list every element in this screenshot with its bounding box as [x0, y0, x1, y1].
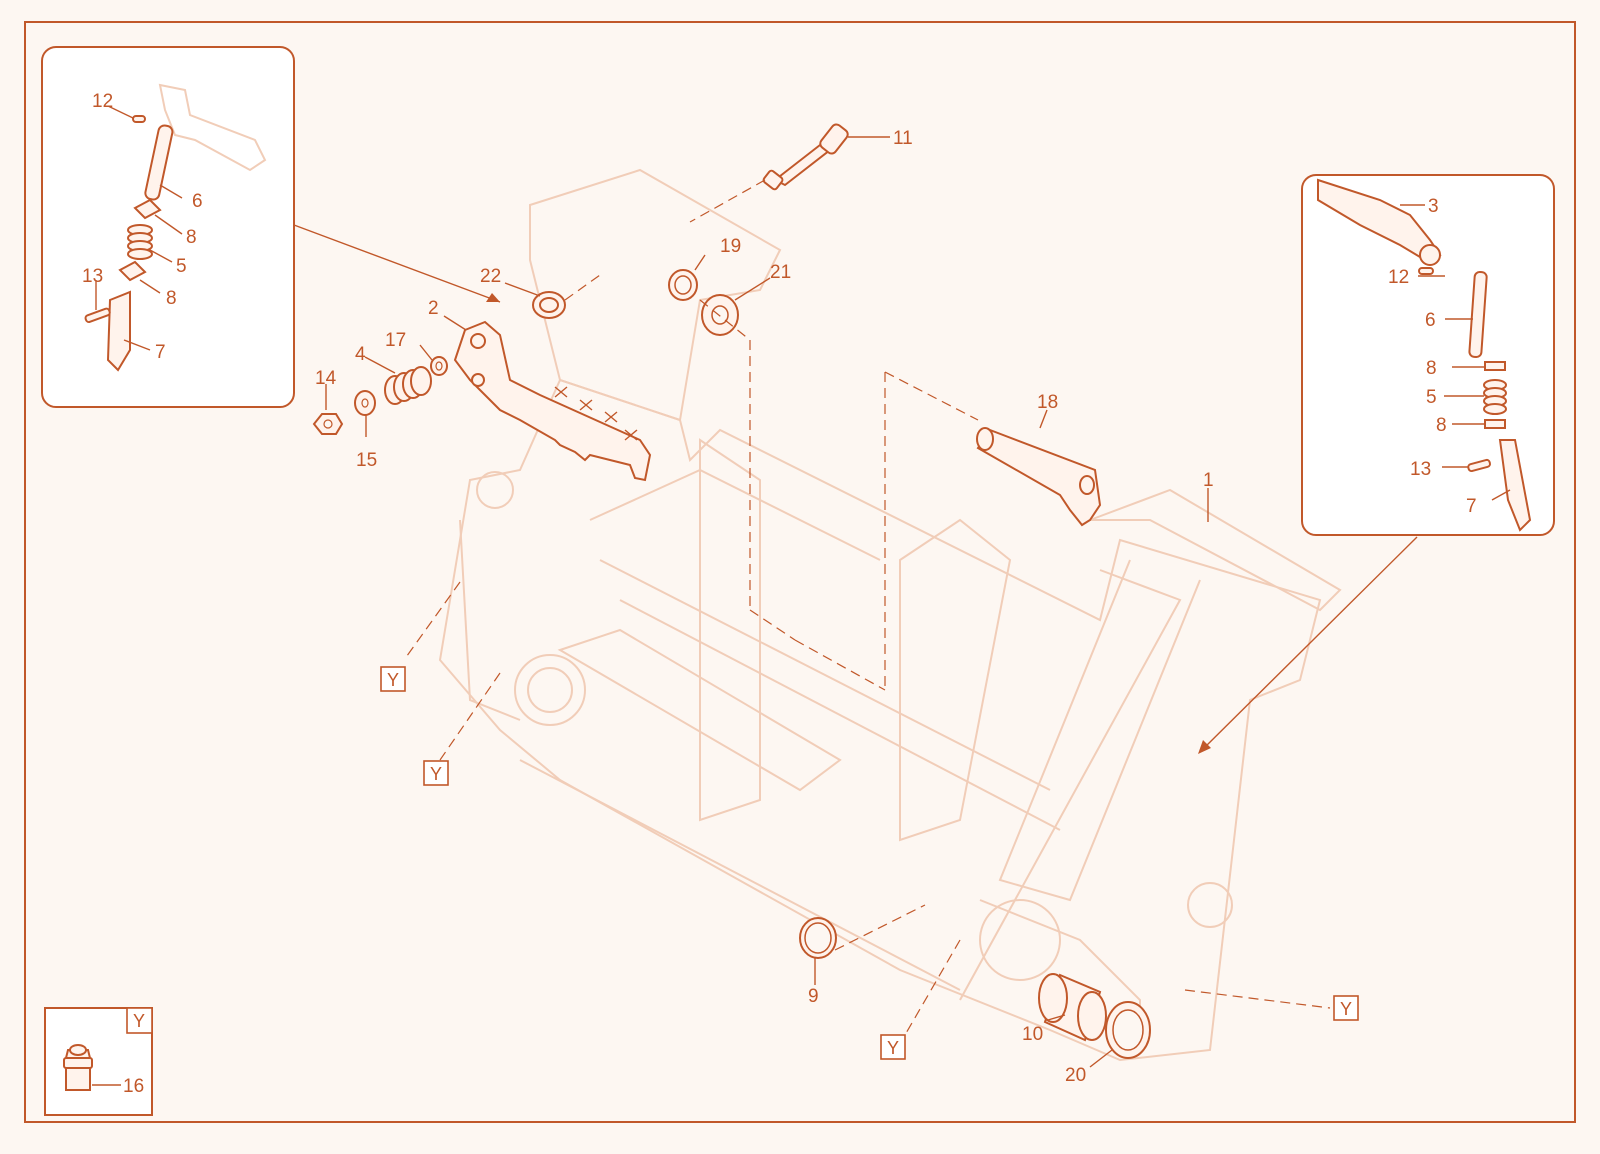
callout-15: 15 — [356, 450, 377, 471]
y-marker-4: Y — [1340, 999, 1352, 1019]
y-marker-box-1 — [380, 666, 406, 692]
callout-19: 19 — [720, 236, 741, 257]
y-marker-2: Y — [430, 764, 442, 784]
ring-20 — [1105, 1001, 1151, 1059]
legend-y-marker: Y — [133, 1011, 145, 1031]
inset-left-pointer — [293, 224, 501, 303]
main-callouts: 11 22 19 21 2 17 4 14 15 18 1 9 10 20 — [315, 128, 1214, 1086]
callout-7-right: 7 — [1466, 496, 1477, 517]
shaft-18 — [976, 427, 1102, 527]
ring-22 — [532, 291, 566, 319]
y-marker-box-4 — [1333, 995, 1359, 1021]
inset-right-pointer — [1198, 536, 1418, 754]
pedal-part — [453, 320, 652, 482]
outer-frame — [24, 21, 1576, 1123]
legend-inset-y: Y 16 — [44, 1007, 153, 1116]
callout-8-right-top: 8 — [1426, 358, 1437, 379]
callout-17: 17 — [385, 330, 406, 351]
callout-21: 21 — [770, 262, 791, 283]
callout-12-right: 12 — [1388, 267, 1409, 288]
nut-14 — [312, 413, 344, 435]
y-marker-3: Y — [887, 1038, 899, 1058]
callout-20: 20 — [1065, 1065, 1086, 1086]
main-frame-ghost — [438, 168, 1342, 1062]
callout-4: 4 — [355, 344, 366, 365]
callout-13-left: 13 — [82, 266, 103, 287]
callout-9: 9 — [808, 986, 819, 1007]
detail-inset-left: 12 6 8 5 8 13 7 — [41, 46, 295, 408]
callout-10: 10 — [1022, 1024, 1043, 1045]
callout-11: 11 — [893, 128, 913, 149]
leader-lines — [325, 136, 1209, 1068]
callout-5-left: 5 — [176, 256, 187, 277]
callout-7-left: 7 — [155, 342, 166, 363]
bolt-11 — [762, 123, 849, 191]
y-marker-1: Y — [387, 670, 399, 690]
y-marker-box-2 — [423, 760, 449, 786]
callout-18: 18 — [1037, 392, 1058, 413]
callout-8-left-top: 8 — [186, 227, 197, 248]
spring-4 — [384, 366, 432, 405]
y-marker-box-3 — [880, 1034, 906, 1060]
callout-1: 1 — [1203, 470, 1214, 491]
callout-6-right: 6 — [1425, 310, 1436, 331]
y-markers: Y Y Y Y — [380, 666, 1359, 1060]
callout-5-right: 5 — [1426, 387, 1437, 408]
callout-2: 2 — [428, 298, 439, 319]
grease-fitting-icon — [63, 1044, 93, 1091]
washer-21 — [701, 294, 739, 336]
callout-14: 14 — [315, 368, 337, 389]
callout-12-left: 12 — [92, 91, 113, 112]
callout-8-right-bottom: 8 — [1436, 415, 1447, 436]
detail-inset-right: 3 12 6 8 5 8 13 7 — [1301, 174, 1555, 536]
ring-9 — [799, 917, 837, 959]
callout-13-right: 13 — [1410, 459, 1431, 480]
callout-22: 22 — [480, 266, 501, 287]
callout-8-left-bottom: 8 — [166, 288, 177, 309]
washer-15 — [354, 390, 376, 416]
callout-16: 16 — [123, 1076, 144, 1097]
callout-3-right: 3 — [1428, 196, 1439, 217]
bushing-17 — [430, 356, 448, 376]
clip-19 — [668, 269, 698, 301]
bushing-10 — [1038, 973, 1107, 1042]
callout-6-left: 6 — [192, 191, 203, 212]
assembly-lines — [403, 179, 1331, 1036]
